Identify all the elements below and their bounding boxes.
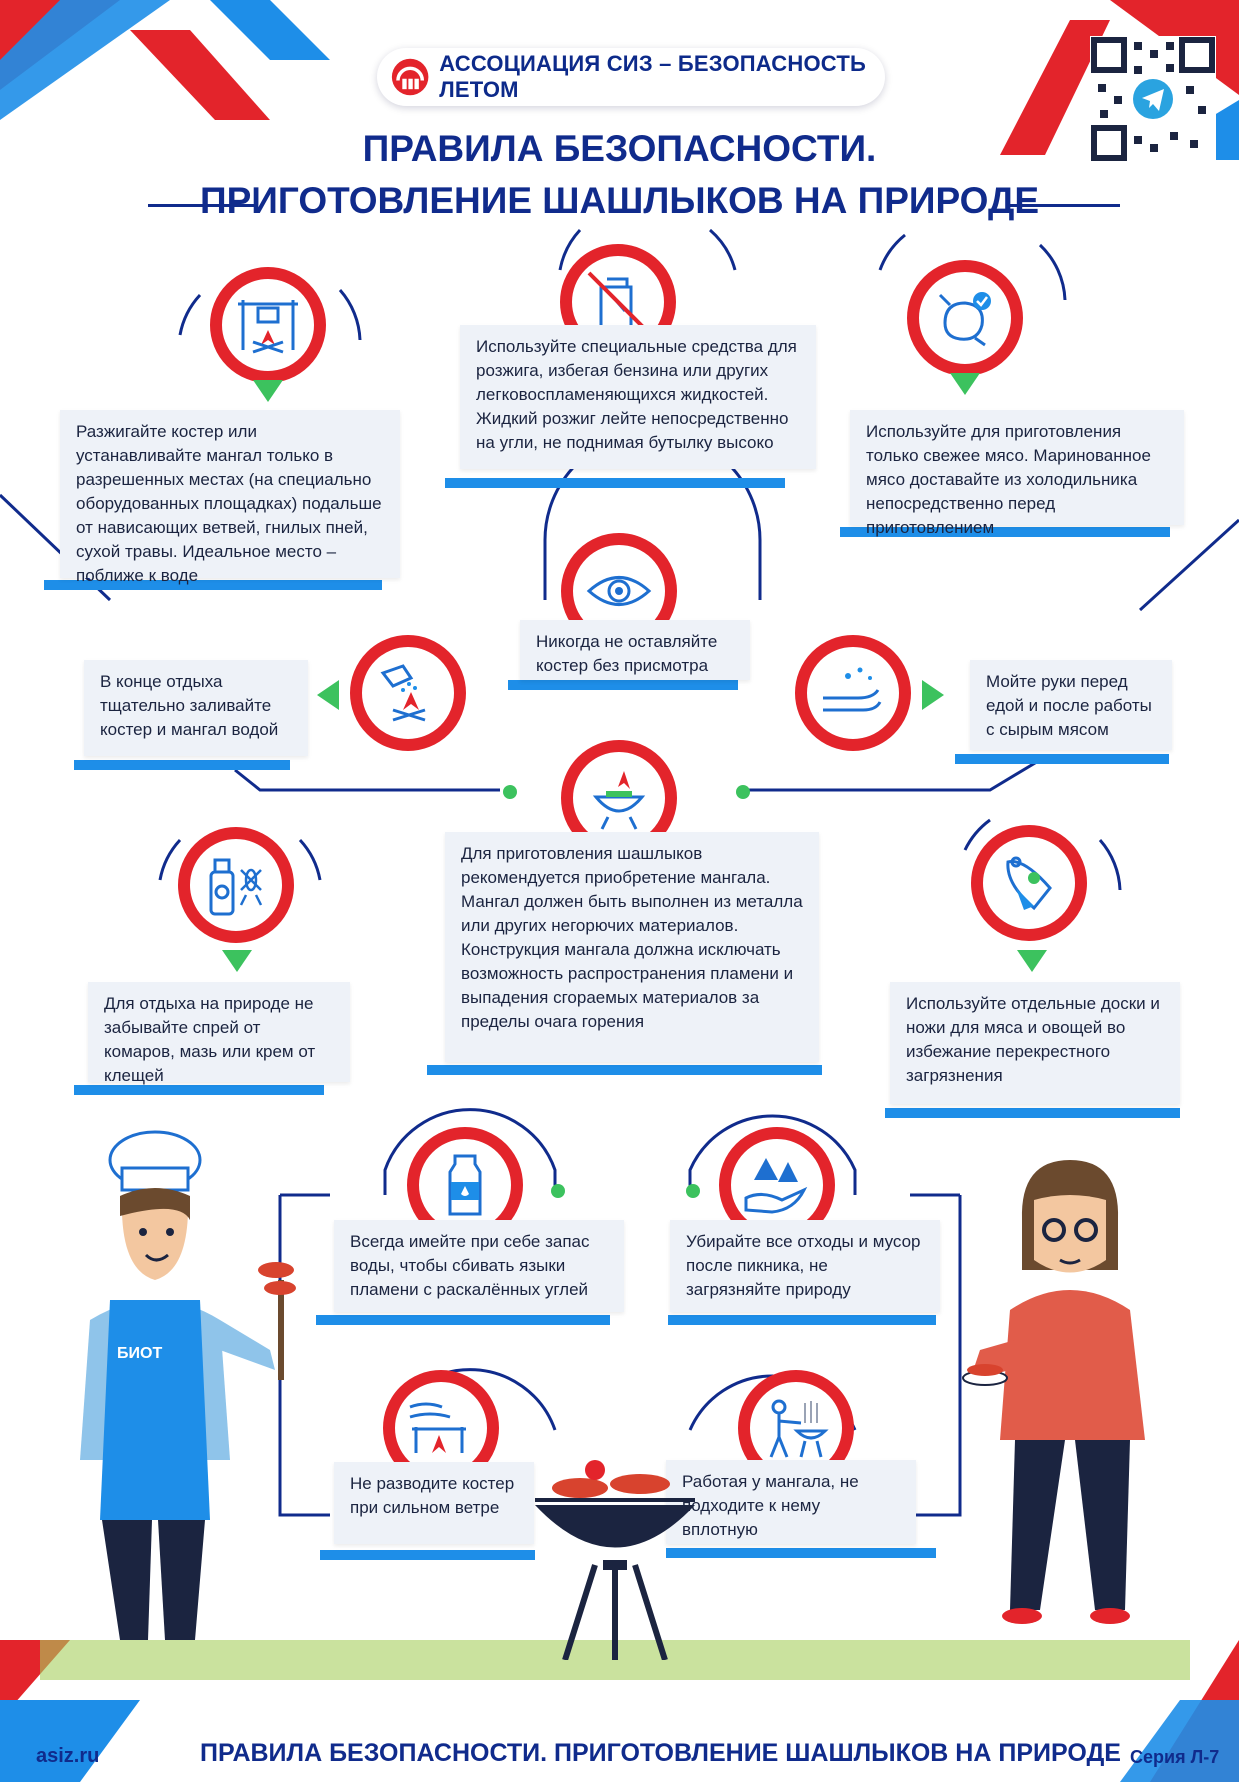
card-underline [44, 580, 382, 590]
chicken-check-icon [907, 260, 1023, 376]
title-divider-left [148, 204, 258, 207]
washing-hands-icon [795, 635, 911, 751]
card-underline [320, 1550, 535, 1560]
rule-card-distance: Работая у мангала, не подходите к нему в… [666, 1460, 916, 1544]
rule-card-waste: Убирайте все отходы и мусор после пикник… [670, 1220, 940, 1312]
organization-badge: АССОЦИАЦИЯ СИЗ – БЕЗОПАСНОСТЬ ЛЕТОМ [377, 48, 885, 106]
arrow-right-icon [922, 680, 944, 710]
connector-dot [551, 1184, 565, 1198]
campfire-icon [210, 267, 326, 383]
card-underline [885, 1108, 1180, 1118]
page-title-line2: ПРИГОТОВЛЕНИЕ ШАШЛЫКОВ НА ПРИРОДЕ [199, 180, 1040, 221]
title-divider-right [1010, 204, 1120, 207]
card-underline [445, 478, 785, 488]
rule-card-extinguish: В конце отдыха тщательно заливайте косте… [84, 660, 308, 756]
footer-site-link[interactable]: asiz.ru [36, 1745, 100, 1767]
connector-dot [736, 785, 750, 799]
arrow-down-icon [950, 373, 980, 395]
arrow-down-icon [1017, 950, 1047, 972]
apron-label: БИОТ [117, 1345, 162, 1362]
rule-card-mosquito: Для отдыха на природе не забывайте спрей… [88, 982, 350, 1085]
rule-card-wash-hands: Мойте руки перед едой и после работы с с… [970, 660, 1172, 750]
card-underline [666, 1548, 936, 1558]
organization-label: АССОЦИАЦИЯ СИЗ – БЕЗОПАСНОСТЬ ЛЕТОМ [439, 51, 866, 102]
card-underline [427, 1065, 822, 1075]
rule-card-water: Всегда имейте при себе запас воды, чтобы… [334, 1220, 624, 1312]
girl-illustration [962, 1160, 1145, 1624]
rule-card-wind: Не разводите костер при сильном ветре [334, 1462, 534, 1544]
card-underline [316, 1315, 610, 1325]
arrow-down-icon [253, 380, 283, 402]
spray-mosquito-icon [178, 827, 294, 943]
rule-card-boards: Используйте отдельные доски и ножи для м… [890, 982, 1180, 1104]
footer-title: ПРАВИЛА БЕЗОПАСНОСТИ. ПРИГОТОВЛЕНИЕ ШАШЛ… [200, 1739, 1121, 1767]
barbecue-grill-illustration [535, 1460, 695, 1660]
rule-card-ignition: Используйте специальные средства для роз… [460, 325, 816, 469]
rule-card-bonfire-place: Разжигайте костер или устанавливайте ман… [60, 410, 400, 585]
card-underline [840, 527, 1170, 537]
card-underline [74, 760, 290, 770]
watering-can-fire-icon [350, 635, 466, 751]
footer-series: Серия Л-7 [1130, 1747, 1220, 1767]
card-underline [508, 680, 738, 690]
card-underline [74, 1085, 324, 1095]
card-underline [955, 754, 1169, 764]
arrow-left-icon [317, 680, 339, 710]
qr-code-icon[interactable] [1090, 36, 1216, 162]
cutting-board-icon [971, 825, 1087, 941]
arrow-down-icon [222, 950, 252, 972]
page-title-line1: ПРАВИЛА БЕЗОПАСНОСТИ. [362, 128, 877, 169]
rule-card-fresh-meat: Используйте для приготовления только све… [850, 410, 1184, 537]
cook-illustration: БИОТ [80, 1130, 296, 1640]
siz-logo-icon [391, 58, 429, 96]
connector-dot [503, 785, 517, 799]
connector-dot [686, 1184, 700, 1198]
rule-card-never-leave: Никогда не оставляйте костер без присмот… [520, 620, 750, 680]
card-underline [668, 1315, 936, 1325]
rule-card-grill: Для приготовления шашлыков рекомендуется… [445, 832, 819, 1062]
